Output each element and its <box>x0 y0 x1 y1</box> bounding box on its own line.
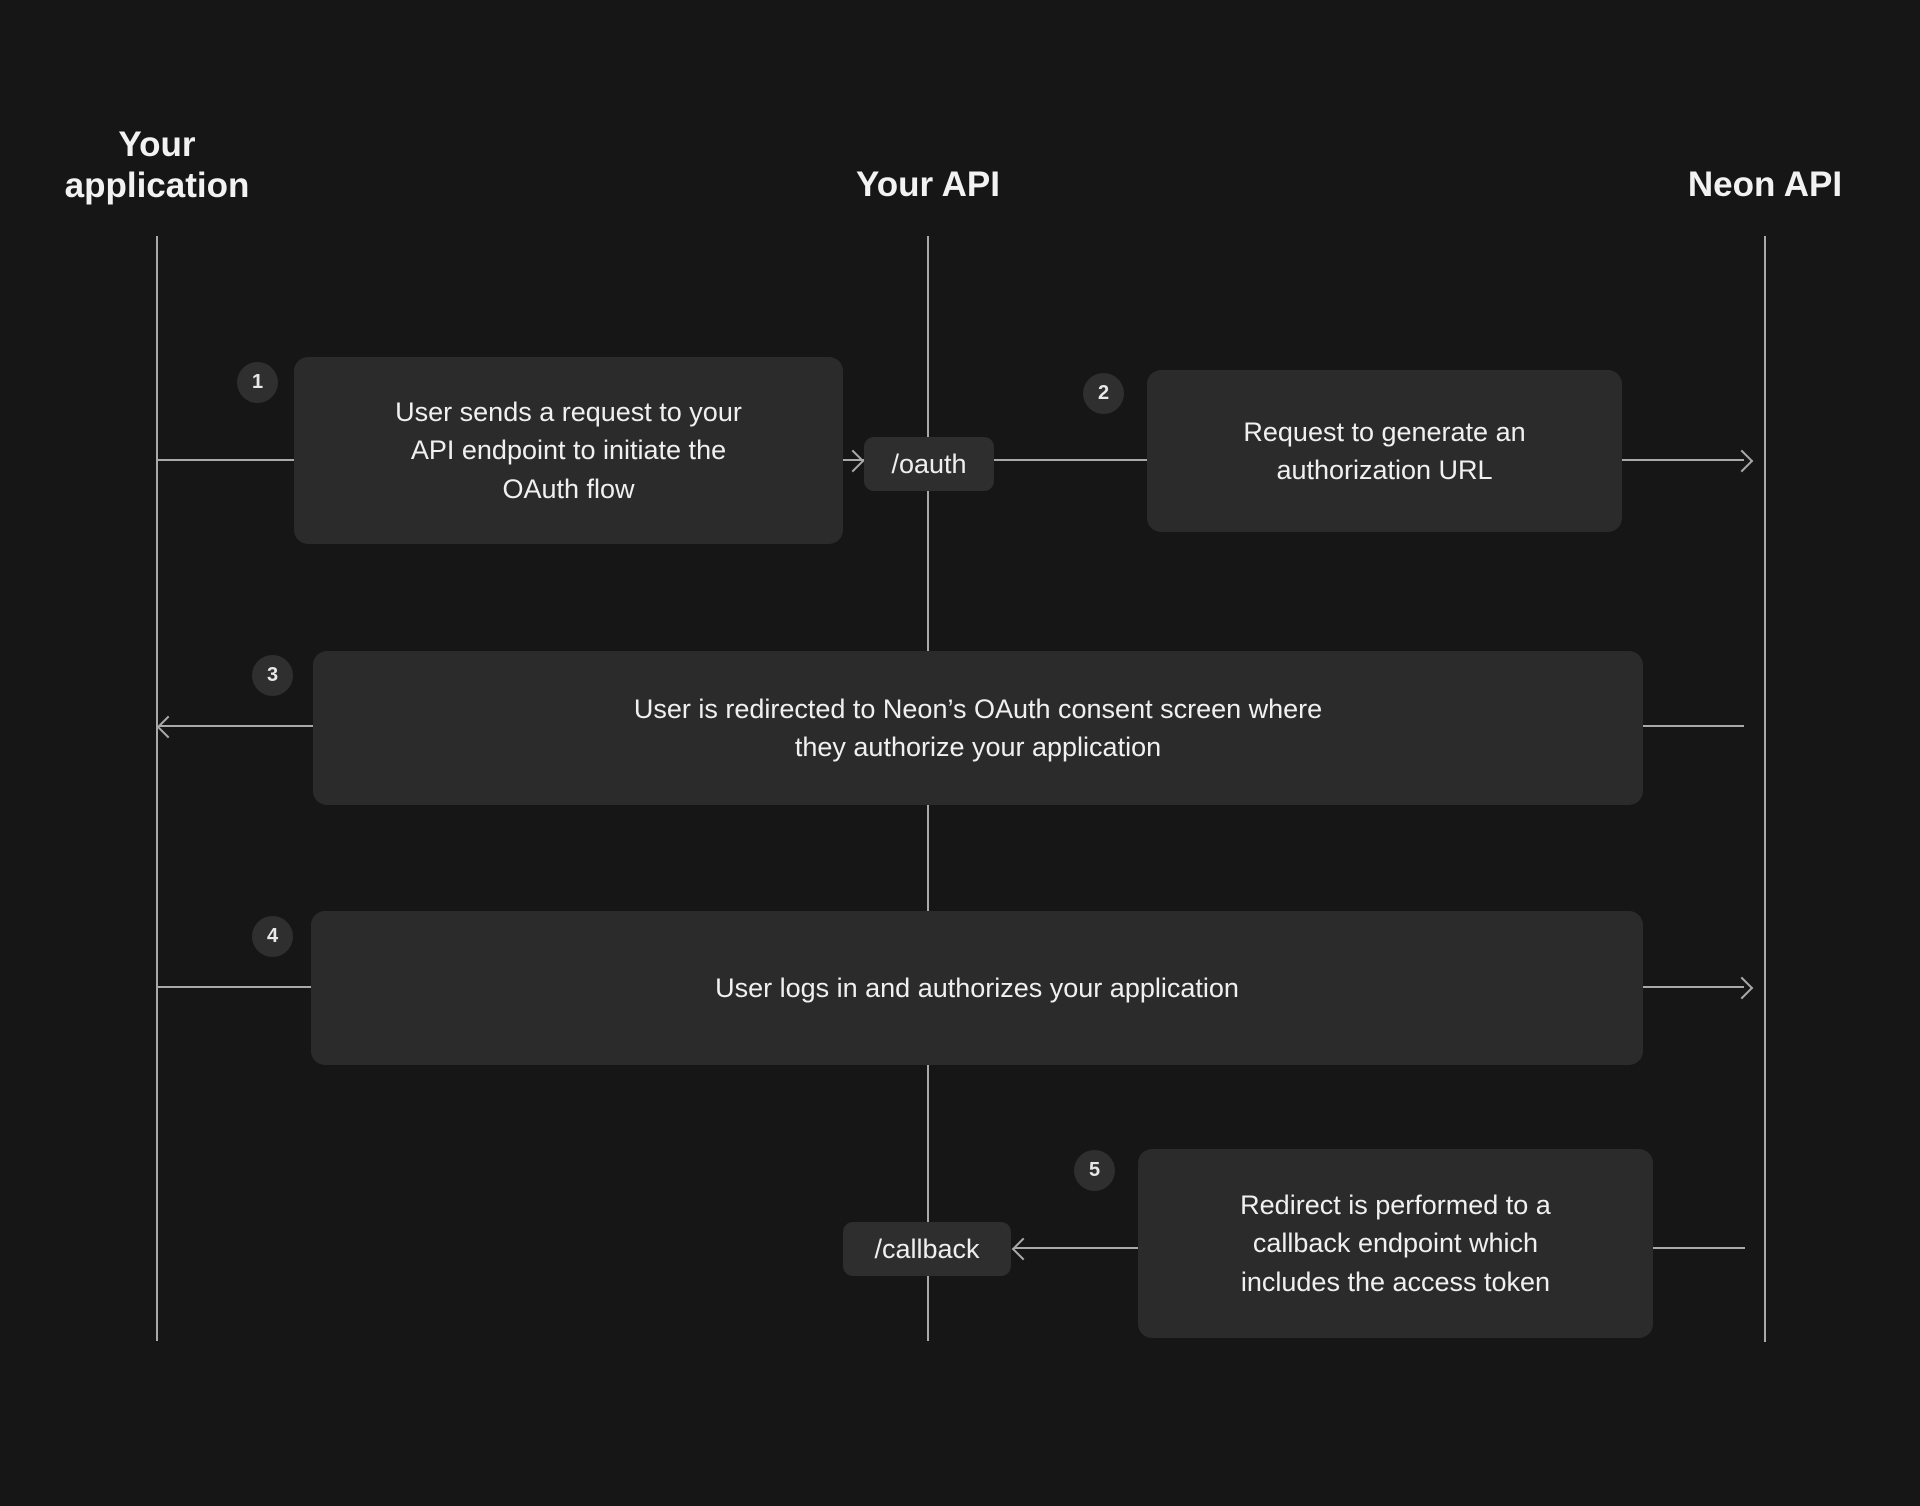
step-box-2: Request to generate an authorization URL <box>1147 370 1622 532</box>
conn-neon-to-step5 <box>1653 1247 1745 1249</box>
step-badge-3: 3 <box>252 655 293 696</box>
actor-label-your-api: Your API <box>856 165 1000 204</box>
endpoint-pill-oauth[interactable]: /oauth <box>864 437 994 491</box>
step-text-4: User logs in and authorizes your applica… <box>715 972 1239 1003</box>
conn-step3-to-app-arrowhead <box>156 715 180 739</box>
conn-oauth-to-step2 <box>993 459 1150 461</box>
conn-step2-to-neon <box>1622 459 1744 461</box>
step-box-3: User is redirected to Neon’s OAuth conse… <box>313 651 1643 805</box>
conn-step4-to-neon <box>1643 986 1744 988</box>
step-box-5: Redirect is performed to a callback endp… <box>1138 1149 1653 1338</box>
conn-step2-to-neon-arrowhead <box>1730 449 1754 473</box>
conn-step3-to-app <box>159 725 314 727</box>
lifeline-your-application <box>156 236 158 1341</box>
conn-step4-to-neon-arrowhead <box>1730 976 1754 1000</box>
conn-step5-to-callback-arrowhead <box>1011 1237 1035 1261</box>
lifeline-neon-api <box>1764 236 1766 1342</box>
step-badge-2: 2 <box>1083 373 1124 414</box>
actor-label-neon-api: Neon API <box>1687 165 1843 204</box>
step-badge-1: 1 <box>237 362 278 403</box>
step-box-1: User sends a request to your API endpoin… <box>294 357 843 544</box>
step-badge-5: 5 <box>1074 1150 1115 1191</box>
step-box-4: User logs in and authorizes your applica… <box>311 911 1643 1065</box>
conn-app-to-step4 <box>157 986 312 988</box>
conn-step5-to-callback <box>1014 1247 1139 1249</box>
step-text-5: Redirect is performed to a callback endp… <box>1240 1190 1551 1297</box>
conn-app-to-oauth-arrowhead <box>841 449 865 473</box>
step-text-3: User is redirected to Neon’s OAuth conse… <box>633 693 1323 762</box>
endpoint-pill-callback[interactable]: /callback <box>843 1222 1011 1276</box>
conn-neon-to-step3 <box>1643 725 1744 727</box>
endpoint-label-callback: /callback <box>874 1233 980 1264</box>
step-text-1: User sends a request to your API endpoin… <box>395 397 742 504</box>
step-text-2: Request to generate an authorization URL <box>1243 416 1526 485</box>
step-badge-4: 4 <box>252 916 293 957</box>
endpoint-label-oauth: /oauth <box>891 448 967 479</box>
actor-label-your-application: Your application <box>64 125 250 205</box>
